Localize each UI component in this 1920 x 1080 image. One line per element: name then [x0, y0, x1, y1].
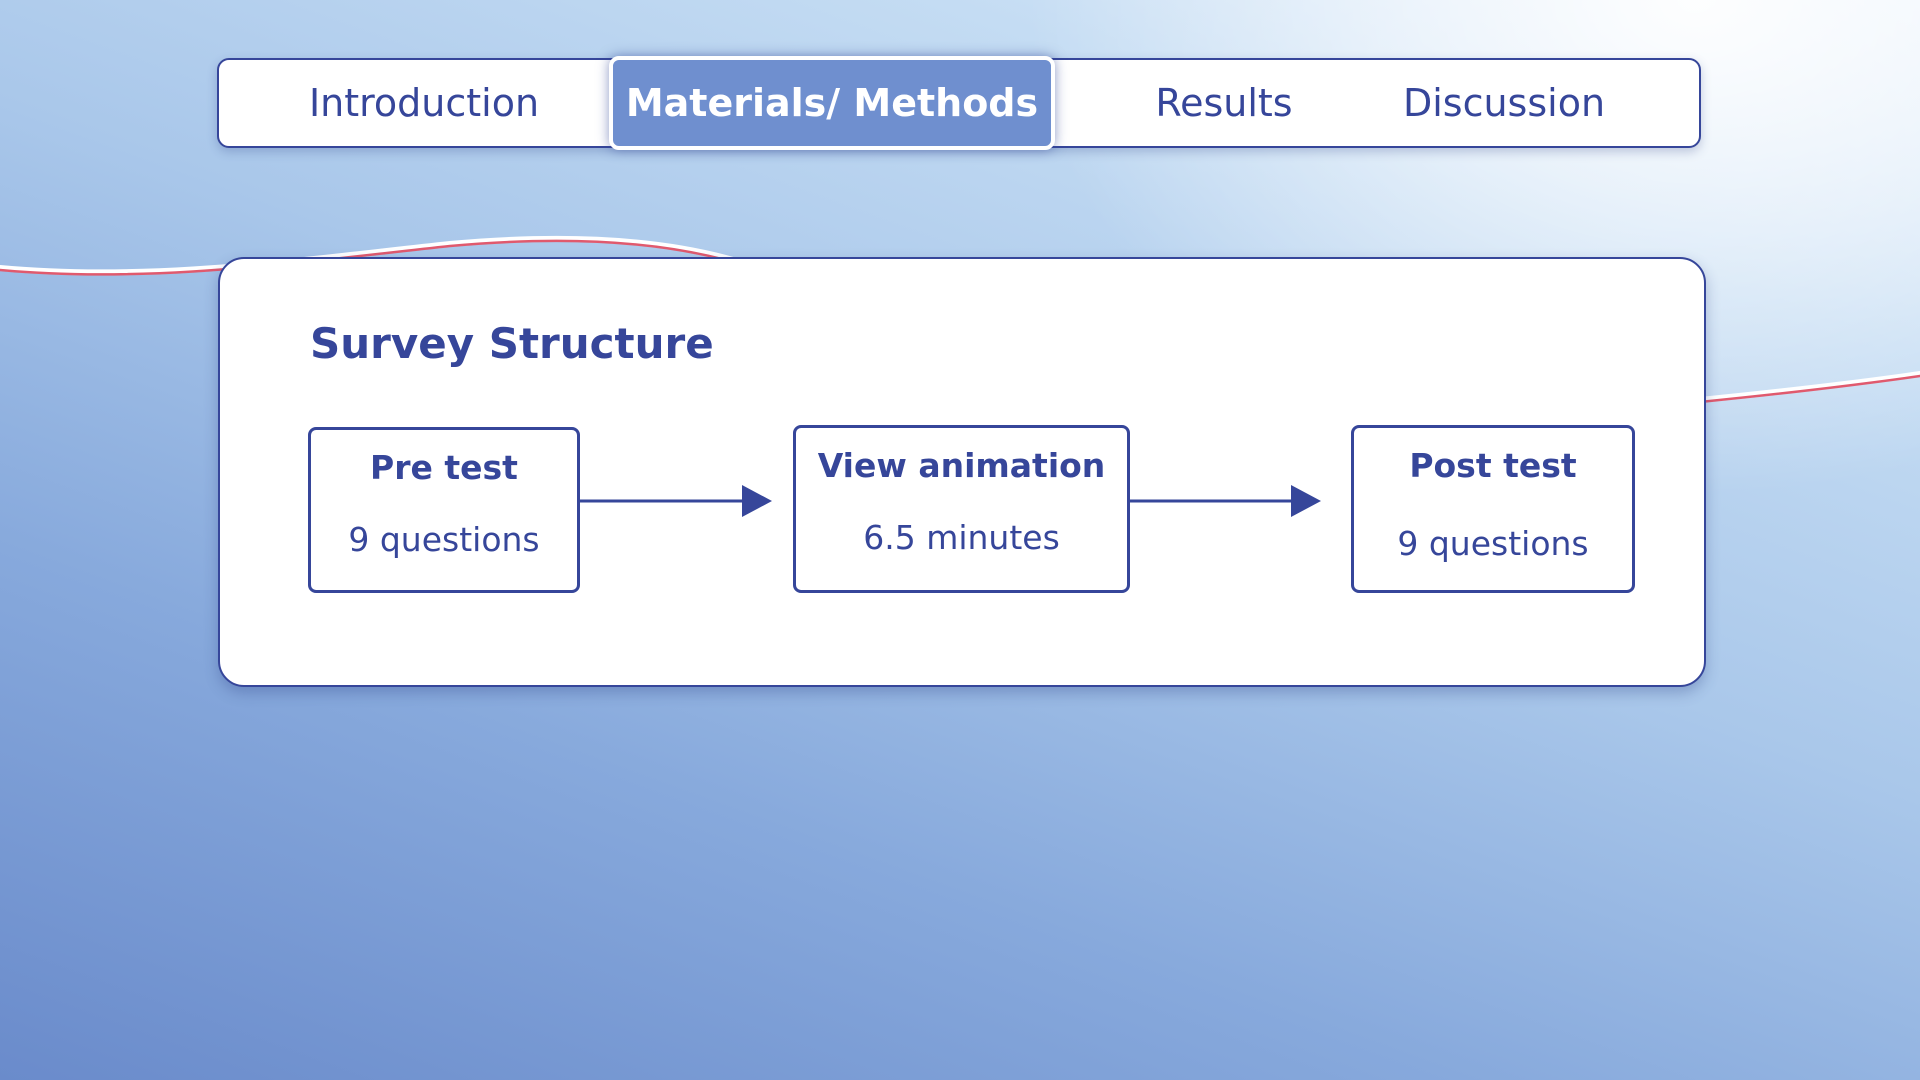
step-detail: 9 questions — [348, 520, 540, 559]
tab-introduction[interactable]: Introduction — [308, 81, 540, 125]
step-view-animation: View animation 6.5 minutes — [793, 425, 1130, 593]
step-detail: 6.5 minutes — [863, 518, 1060, 557]
arrow-view-to-post — [1130, 485, 1321, 517]
section-tab-bar: Introduction Materials/ Methods Results … — [217, 56, 1701, 150]
step-title: View animation — [817, 446, 1106, 485]
survey-structure-card: Survey Structure Pre test 9 questions Vi… — [218, 257, 1706, 687]
tab-results[interactable]: Results — [1155, 81, 1293, 125]
step-title: Post test — [1409, 446, 1577, 485]
step-detail: 9 questions — [1397, 524, 1589, 563]
step-post-test: Post test 9 questions — [1351, 425, 1635, 593]
card-title: Survey Structure — [310, 319, 714, 368]
arrow-pre-to-view — [580, 485, 772, 517]
step-pre-test: Pre test 9 questions — [308, 427, 580, 593]
step-title: Pre test — [370, 448, 518, 487]
tab-materials-methods[interactable]: Materials/ Methods — [609, 56, 1055, 150]
tab-discussion[interactable]: Discussion — [1402, 81, 1606, 125]
